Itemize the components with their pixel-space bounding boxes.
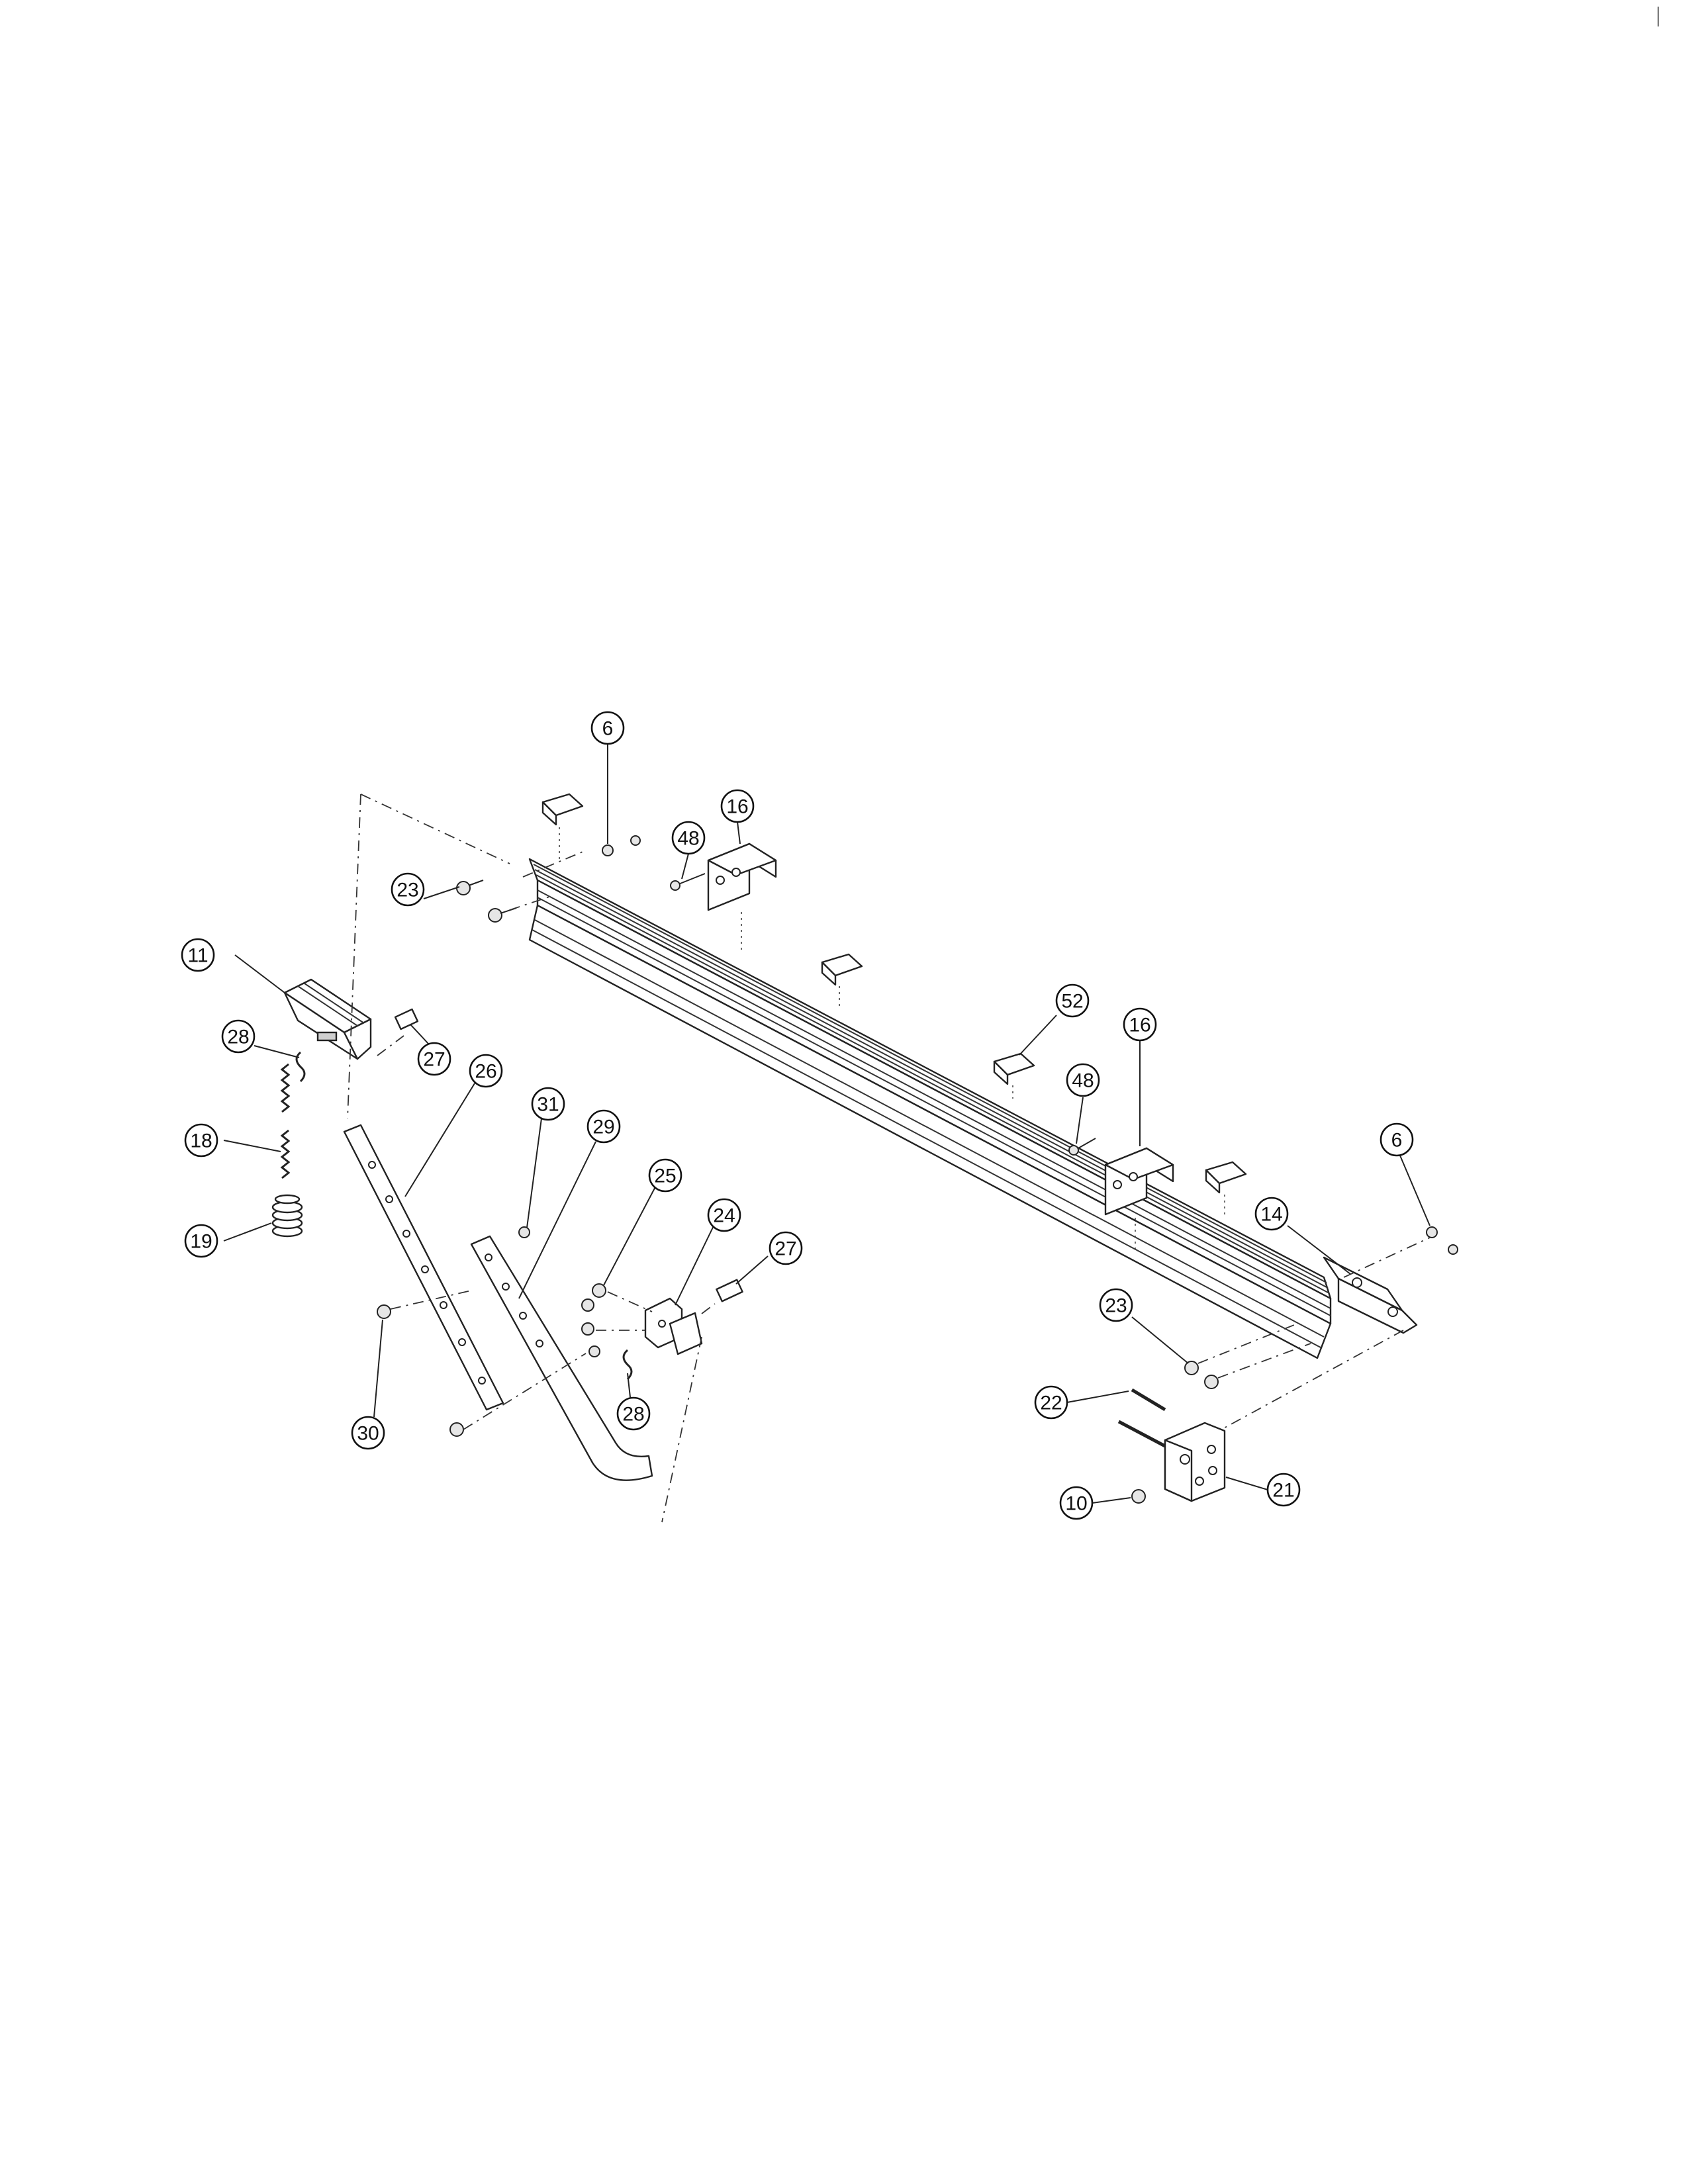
cotter-pin-28-left bbox=[295, 1051, 306, 1083]
callout-24: 24 bbox=[707, 1198, 741, 1232]
nut-arm bbox=[588, 1345, 600, 1357]
svg-text:6: 6 bbox=[602, 718, 614, 740]
bolt-30-upper bbox=[377, 1304, 391, 1319]
callout-30: 30 bbox=[351, 1416, 385, 1450]
nut-6-right bbox=[1426, 1226, 1438, 1238]
svg-text:52: 52 bbox=[1061, 991, 1083, 1013]
callout-16-right: 16 bbox=[1123, 1007, 1157, 1042]
svg-text:16: 16 bbox=[726, 796, 748, 818]
bolt-25-b bbox=[581, 1298, 594, 1312]
door-bracket-24 bbox=[644, 1297, 703, 1355]
callout-leaders bbox=[223, 744, 1430, 1504]
rail-assembly bbox=[528, 858, 1332, 1359]
rail-clip bbox=[993, 1052, 1035, 1085]
bolt-23-left-2 bbox=[488, 907, 517, 923]
callout-22: 22 bbox=[1034, 1385, 1068, 1420]
svg-text:24: 24 bbox=[713, 1205, 735, 1227]
svg-text:25: 25 bbox=[654, 1165, 676, 1187]
pin-27-left bbox=[394, 1008, 419, 1030]
bolt-left bbox=[630, 835, 641, 846]
lag-screw-22 bbox=[1117, 1388, 1166, 1448]
callout-31: 31 bbox=[531, 1087, 565, 1121]
hanger-bracket-right bbox=[1104, 1147, 1174, 1216]
rail-clip bbox=[1205, 1161, 1247, 1194]
svg-text:10: 10 bbox=[1065, 1493, 1087, 1515]
svg-text:21: 21 bbox=[1272, 1480, 1294, 1502]
callout-10: 10 bbox=[1059, 1486, 1094, 1520]
svg-text:27: 27 bbox=[423, 1049, 445, 1071]
bolt-23-right-2 bbox=[1204, 1375, 1219, 1389]
svg-text:6: 6 bbox=[1391, 1130, 1403, 1152]
curved-arm-29 bbox=[470, 1235, 653, 1481]
callout-48-right: 48 bbox=[1066, 1063, 1100, 1097]
screw-48-right bbox=[1068, 1138, 1096, 1156]
callout-18: 18 bbox=[184, 1123, 218, 1158]
end-bracket-14 bbox=[1323, 1256, 1418, 1334]
svg-text:23: 23 bbox=[1105, 1295, 1127, 1317]
svg-text:11: 11 bbox=[187, 945, 208, 967]
spring-18 bbox=[280, 1063, 291, 1179]
callout-48: 48 bbox=[671, 821, 706, 855]
bolt-25-c bbox=[581, 1322, 594, 1336]
trolley-11 bbox=[283, 978, 372, 1060]
screw-48-left bbox=[670, 873, 706, 891]
straight-arm-26 bbox=[343, 1124, 504, 1411]
callout-26: 26 bbox=[469, 1054, 503, 1088]
callout-29: 29 bbox=[586, 1109, 621, 1144]
svg-text:29: 29 bbox=[592, 1116, 614, 1138]
callout-23-right: 23 bbox=[1099, 1288, 1133, 1322]
bolt-right bbox=[1448, 1244, 1458, 1255]
callout-28-right: 28 bbox=[616, 1396, 651, 1431]
svg-text:48: 48 bbox=[677, 828, 699, 850]
callout-6: 6 bbox=[590, 711, 625, 745]
nut-10 bbox=[1131, 1489, 1146, 1504]
svg-text:16: 16 bbox=[1129, 1015, 1150, 1036]
pin-25 bbox=[592, 1283, 606, 1298]
svg-text:30: 30 bbox=[357, 1423, 379, 1445]
bolt-30-lower bbox=[449, 1422, 464, 1437]
callout-14: 14 bbox=[1254, 1197, 1289, 1231]
callout-25: 25 bbox=[648, 1158, 682, 1193]
svg-text:14: 14 bbox=[1260, 1204, 1282, 1226]
svg-text:28: 28 bbox=[622, 1404, 644, 1426]
svg-text:22: 22 bbox=[1040, 1392, 1062, 1414]
callout-52: 52 bbox=[1055, 983, 1090, 1018]
pin-27-right bbox=[716, 1279, 743, 1302]
knob-19 bbox=[271, 1194, 303, 1238]
svg-text:27: 27 bbox=[774, 1238, 796, 1260]
callout-16: 16 bbox=[720, 789, 755, 823]
header-bracket-21 bbox=[1164, 1422, 1226, 1502]
callout-6-right: 6 bbox=[1380, 1122, 1414, 1157]
hanger-bracket-left bbox=[707, 842, 777, 911]
bolt-23-left bbox=[456, 880, 484, 895]
callout-19: 19 bbox=[184, 1224, 218, 1258]
assembly-lines bbox=[347, 794, 1430, 1523]
callout-23: 23 bbox=[391, 872, 425, 907]
nut-6-left bbox=[602, 844, 614, 856]
nut-31 bbox=[518, 1226, 530, 1238]
cotter-pin-28-right bbox=[622, 1349, 633, 1381]
rail-clip bbox=[541, 793, 584, 826]
svg-text:31: 31 bbox=[537, 1094, 559, 1116]
svg-text:48: 48 bbox=[1072, 1070, 1094, 1092]
svg-text:28: 28 bbox=[227, 1026, 249, 1048]
rail-clip bbox=[821, 953, 863, 986]
callout-28: 28 bbox=[221, 1019, 256, 1054]
bolt-23-right bbox=[1184, 1361, 1199, 1375]
svg-text:18: 18 bbox=[190, 1130, 212, 1152]
callout-27: 27 bbox=[417, 1042, 451, 1076]
callout-21: 21 bbox=[1266, 1473, 1301, 1507]
svg-text:23: 23 bbox=[397, 880, 418, 901]
callout-11: 11 bbox=[181, 938, 215, 972]
svg-text:26: 26 bbox=[475, 1061, 496, 1083]
svg-text:19: 19 bbox=[190, 1231, 212, 1253]
callout-27-right: 27 bbox=[769, 1231, 803, 1265]
